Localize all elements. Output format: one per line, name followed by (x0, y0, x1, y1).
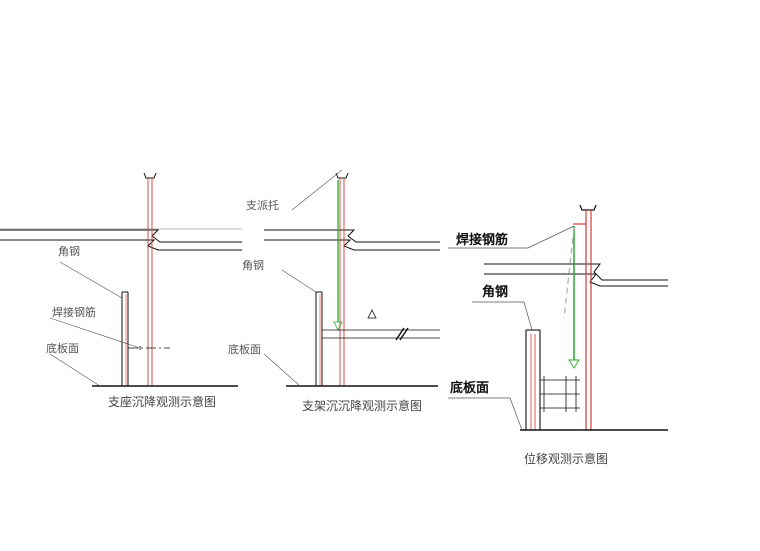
weld-rebar-1 (128, 346, 170, 350)
d1-label-weld-rebar: 焊接钢筋 (52, 306, 96, 319)
d2-caption: 支架沉沉降观测示意图 (302, 399, 423, 413)
pipe-section-3 (484, 263, 668, 287)
d2-label-angle-steel: 角钢 (242, 259, 264, 272)
angle-steel-3 (525, 329, 541, 430)
diagram-3 (448, 204, 668, 431)
d3-caption: 位移观测示意图 (524, 452, 609, 466)
pipe-section-1 (0, 229, 242, 251)
diagram-1 (0, 172, 242, 387)
angle-steel-1 (121, 291, 129, 386)
level-line-2 (322, 309, 440, 341)
d2-label-floor-surface: 底板面 (228, 343, 261, 356)
d3-label-weld-rebar: 焊接钢筋 (456, 233, 509, 248)
leaders-2 (263, 169, 343, 387)
d1-caption: 支座沉降观测示意图 (108, 395, 217, 409)
d3-label-floor-surface: 底板面 (450, 381, 490, 396)
d1-label-floor-surface: 底板面 (46, 342, 79, 355)
d1-label-angle-steel: 角钢 (58, 245, 80, 258)
d2-label-support-bracket: 支派托 (246, 199, 279, 212)
pipe-section-2 (264, 229, 440, 251)
hanger-3 (563, 204, 597, 430)
leaders-3 (448, 225, 575, 431)
d3-label-angle-steel: 角钢 (482, 285, 509, 300)
leaders-1 (49, 261, 141, 387)
hanger-1 (143, 172, 157, 386)
dimension-lines-3 (540, 376, 580, 412)
diagram-2 (263, 169, 440, 387)
angle-steel-2 (315, 291, 323, 386)
hanger-2 (333, 172, 349, 386)
